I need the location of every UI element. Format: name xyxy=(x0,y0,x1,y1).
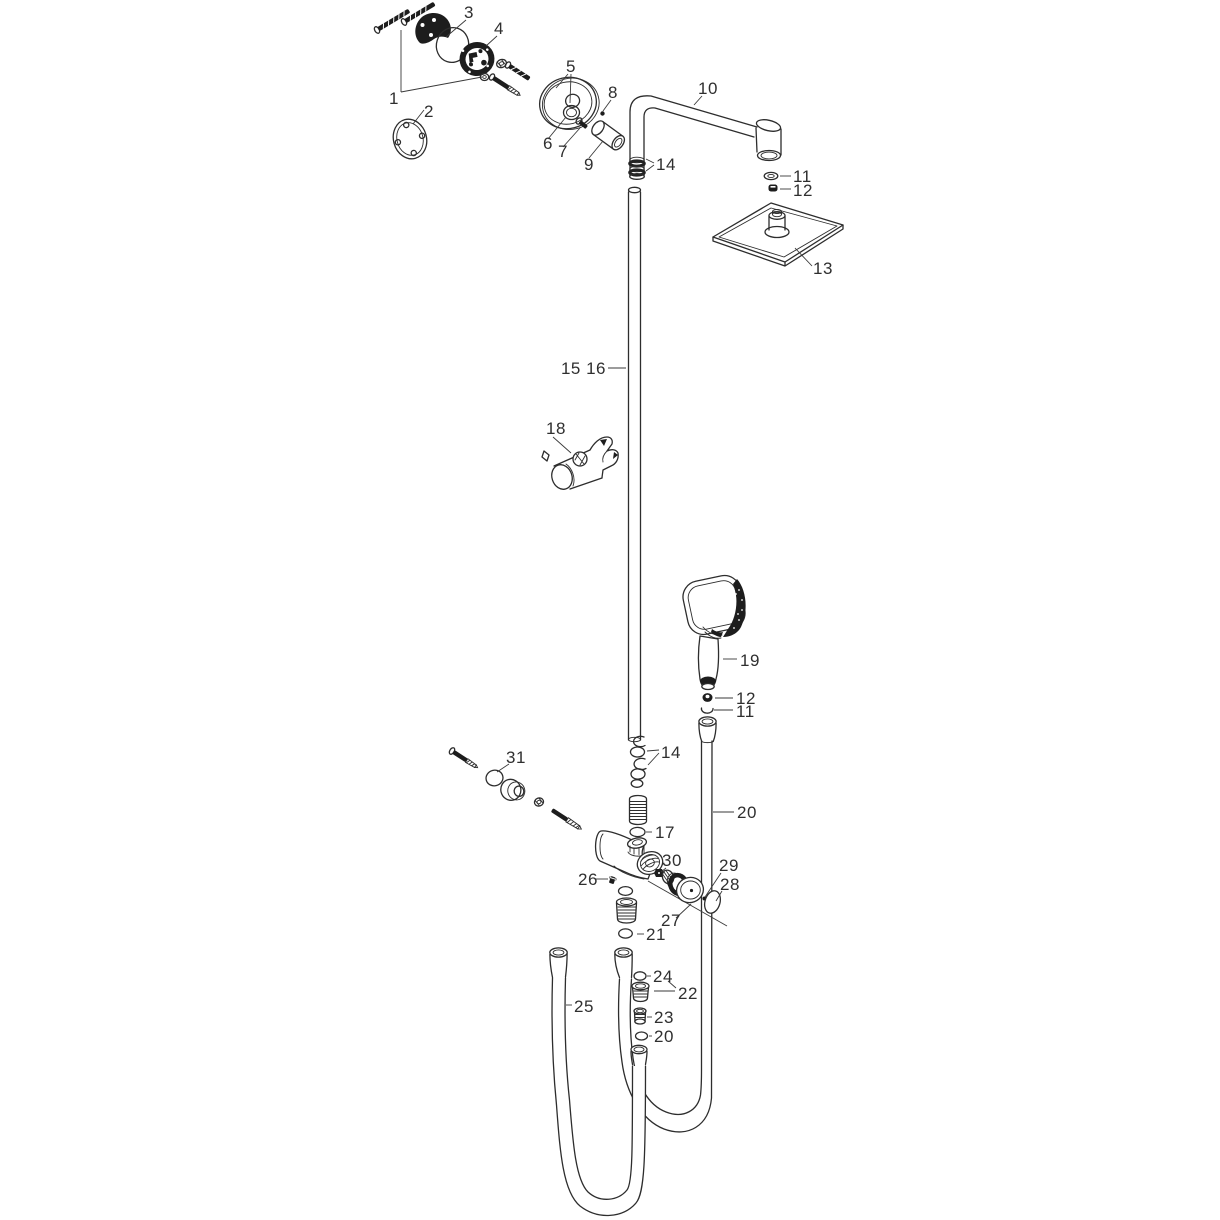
part-label-30: 30 xyxy=(662,851,682,870)
part-label-3: 3 xyxy=(464,3,474,22)
nut-part-30 xyxy=(654,869,664,877)
part-label-8: 8 xyxy=(608,83,618,102)
part-label-4: 4 xyxy=(494,19,504,38)
screw-lower xyxy=(551,808,583,830)
o-ring-part-24 xyxy=(633,971,647,981)
screw-part4-b xyxy=(488,73,521,96)
part-label-23: 23 xyxy=(654,1008,674,1027)
set-screw-part-8 xyxy=(600,111,605,116)
hose-fitting-lower-mid xyxy=(630,1044,648,1066)
washer-small xyxy=(495,58,508,69)
o-ring-31 xyxy=(485,769,504,787)
part-label-26: 26 xyxy=(578,870,598,889)
overhead-shower-part-13 xyxy=(712,202,844,267)
mounting-screw-top-2 xyxy=(400,2,436,26)
part-label-11-top: 11 xyxy=(793,167,812,186)
part-label-20-bottom: 20 xyxy=(654,1027,674,1046)
hand-shower-part-19 xyxy=(682,574,746,691)
part-label-15-16: 15 16 xyxy=(561,359,606,378)
connector-part-23 xyxy=(633,1007,647,1025)
shower-arm-part-10 xyxy=(628,95,758,180)
part-label-17: 17 xyxy=(655,823,675,842)
washer-31 xyxy=(533,797,545,807)
part-label-27: 27 xyxy=(661,911,681,930)
slider-bracket-part-18 xyxy=(541,436,619,490)
leader-lines xyxy=(400,19,813,1037)
part-label-5: 5 xyxy=(566,57,576,76)
part-label-11-hand: 11 xyxy=(736,702,755,721)
function-block-part-4 xyxy=(459,41,495,77)
part-label-20-hose: 20 xyxy=(737,803,757,822)
arm-end-connector xyxy=(755,119,782,162)
screw-part-7 xyxy=(575,117,588,129)
part-label-19: 19 xyxy=(740,651,760,670)
seal-stack-part-14-mid xyxy=(629,735,647,788)
part-label-10: 10 xyxy=(698,79,718,98)
part-label-31: 31 xyxy=(506,748,526,767)
connector-part-22 xyxy=(631,981,650,1003)
shower-hose-25 xyxy=(551,977,647,1217)
cover-plate-part-2 xyxy=(392,118,428,160)
washer-part-11-top xyxy=(763,171,779,181)
part-label-6: 6 xyxy=(543,134,553,153)
sleeve-part-9 xyxy=(591,120,626,151)
o-ring-part-17 xyxy=(629,826,646,838)
ring-part-11-hand xyxy=(700,707,714,714)
part-label-24: 24 xyxy=(653,967,673,986)
o-ring-part-20 xyxy=(634,1031,649,1041)
part-label-14-top: 14 xyxy=(656,155,676,174)
valve-axis-line xyxy=(647,880,728,927)
part-label-2: 2 xyxy=(424,102,434,121)
part-label-12-hand: 12 xyxy=(736,689,756,708)
hose-fitting-left-top xyxy=(549,947,568,979)
part-label-14-mid: 14 xyxy=(661,743,681,762)
part-label-29: 29 xyxy=(719,856,739,875)
part-labels: 1 2 3 4 5 6 7 8 9 10 11 12 13 14 15 16 1… xyxy=(389,3,833,1046)
hose-fitting-hand xyxy=(698,716,717,744)
screw-part-26 xyxy=(608,876,617,884)
nut-part-12-top xyxy=(768,184,778,192)
control-knob-part-27 xyxy=(661,869,705,904)
part-label-22: 22 xyxy=(678,984,698,1003)
screw-part-31 xyxy=(448,747,479,769)
nut-part-12-hand xyxy=(702,693,713,702)
part-label-1: 1 xyxy=(389,89,399,108)
part-label-7: 7 xyxy=(558,142,568,161)
part-label-25: 25 xyxy=(574,997,594,1016)
ribbed-cartridge xyxy=(628,794,648,826)
valve-body xyxy=(594,830,664,880)
part-label-13: 13 xyxy=(813,259,833,278)
escutcheon-part-5 xyxy=(539,76,600,130)
part-label-21: 21 xyxy=(646,925,666,944)
main-pipe-part-15-16 xyxy=(627,186,642,743)
bushing-part xyxy=(500,778,526,801)
screw-part4-a xyxy=(504,61,531,81)
mounting-screw-top-1 xyxy=(373,9,410,34)
connector-below-valve xyxy=(615,885,638,924)
o-ring-part-21 xyxy=(618,928,633,939)
part-label-28: 28 xyxy=(720,875,740,894)
seal-plate-part-3 xyxy=(415,13,451,44)
part-label-18: 18 xyxy=(546,419,566,438)
part-label-9: 9 xyxy=(584,155,594,174)
ring-part-6 xyxy=(562,104,581,121)
part-label-12-top: 12 xyxy=(793,181,813,200)
hose-fitting-mid-top xyxy=(614,947,633,979)
seal-part-28 xyxy=(703,890,722,914)
